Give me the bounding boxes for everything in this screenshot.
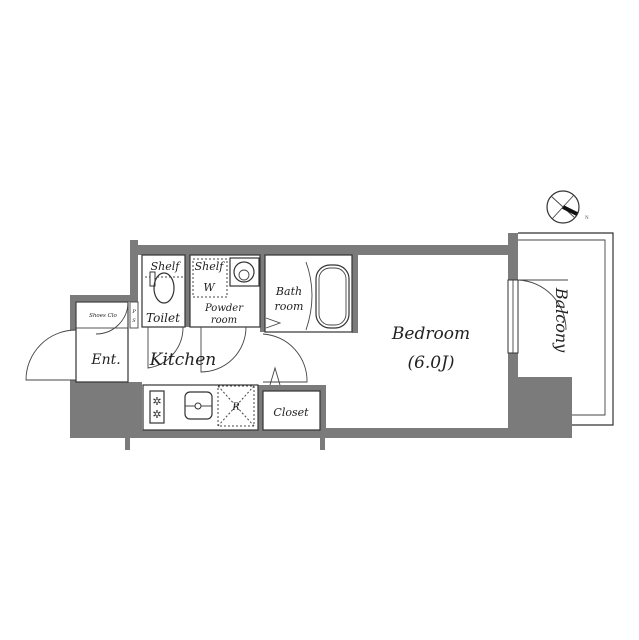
label-bedroom-size: (6.0J): [407, 353, 454, 373]
powder-room: [189, 254, 261, 328]
kitchen-sink-icon: [184, 391, 213, 420]
label-shelf-powder: Shelf: [195, 260, 226, 273]
label-bedroom: Bedroom: [391, 324, 470, 344]
label-washer: W: [203, 281, 216, 294]
label-shoes-closet: Shoes Clo: [89, 313, 117, 319]
label-closet: Closet: [273, 406, 309, 419]
entrance-door-swing: [25, 329, 77, 381]
label-kitchen: Kitchen: [149, 350, 216, 370]
label-powder-room: room: [211, 315, 237, 326]
pipe-space: [129, 301, 139, 329]
label-shelf-toilet: Shelf: [151, 260, 182, 273]
sink-icon: [229, 257, 260, 287]
stove-icon: [149, 390, 165, 424]
label-ps-s: S: [132, 318, 136, 324]
balcony-door-swing: [517, 279, 568, 331]
label-balcony: Balcony: [552, 287, 571, 353]
bath-door: [305, 261, 313, 331]
toilet-room: [141, 254, 186, 328]
kitchen-counter: [142, 384, 259, 431]
compass-icon: N: [546, 190, 589, 224]
label-entrance: Ent.: [90, 352, 120, 368]
label-toilet: Toilet: [146, 311, 180, 325]
closet: [262, 390, 321, 431]
label-ps-p: P: [131, 309, 136, 315]
label-bath-room: room: [275, 300, 304, 313]
svg-text:✲: ✲: [152, 409, 161, 421]
label-bath: Bath: [275, 285, 302, 298]
svg-text:✲: ✲: [152, 396, 161, 408]
bath-room: [264, 254, 353, 333]
toilet-icon: [153, 272, 175, 304]
compass-label: N: [585, 216, 589, 221]
balcony: [518, 232, 614, 426]
toilet-tank: [149, 271, 156, 287]
label-powder: Powder: [204, 303, 244, 314]
shoes-closet: [75, 301, 129, 329]
fridge-space: [217, 385, 255, 427]
walls: [70, 233, 572, 450]
bathtub-icon: [315, 264, 350, 329]
label-fridge: R: [231, 402, 240, 413]
washer-space: [192, 258, 228, 298]
